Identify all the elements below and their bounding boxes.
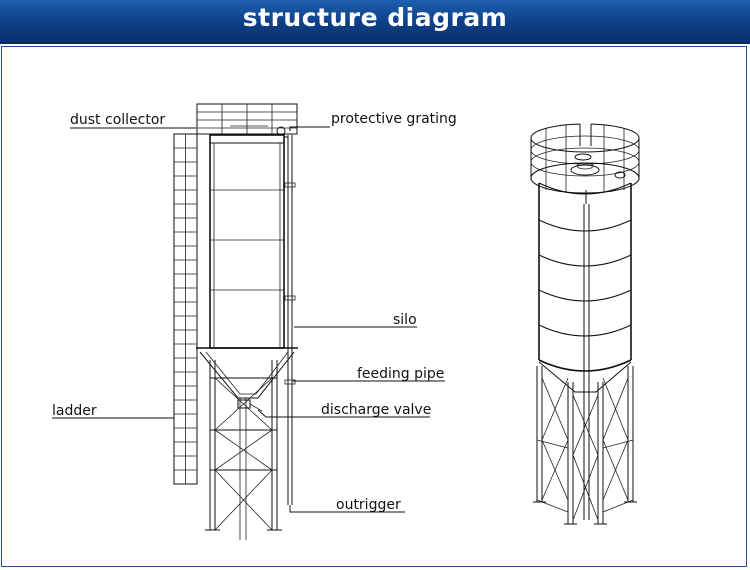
- ladder: [173, 133, 198, 485]
- protective-grating: [196, 103, 298, 136]
- silo-perspective-drawing: [530, 120, 640, 525]
- header-banner: structure diagram: [0, 0, 750, 44]
- outrigger: [205, 360, 282, 540]
- label-discharge-valve: discharge valve: [321, 402, 431, 418]
- page-title: structure diagram: [242, 3, 508, 32]
- perspective-grating: [530, 120, 640, 204]
- label-protective-grating: protective grating: [331, 111, 457, 127]
- label-dust-collector: dust collector: [70, 112, 165, 128]
- discharge-valve: [237, 399, 263, 412]
- label-outrigger: outrigger: [336, 497, 401, 513]
- silo-elevation-drawing: [173, 103, 298, 540]
- label-feeding-pipe: feeding pipe: [357, 366, 444, 382]
- label-ladder: ladder: [52, 403, 97, 419]
- perspective-outrigger: [533, 366, 637, 525]
- feeding-pipe: [284, 135, 296, 505]
- silo-body: [196, 134, 298, 399]
- label-silo: silo: [393, 312, 417, 328]
- content-border: [1, 46, 747, 567]
- leader-lines: [52, 126, 445, 513]
- perspective-silo: [538, 182, 632, 520]
